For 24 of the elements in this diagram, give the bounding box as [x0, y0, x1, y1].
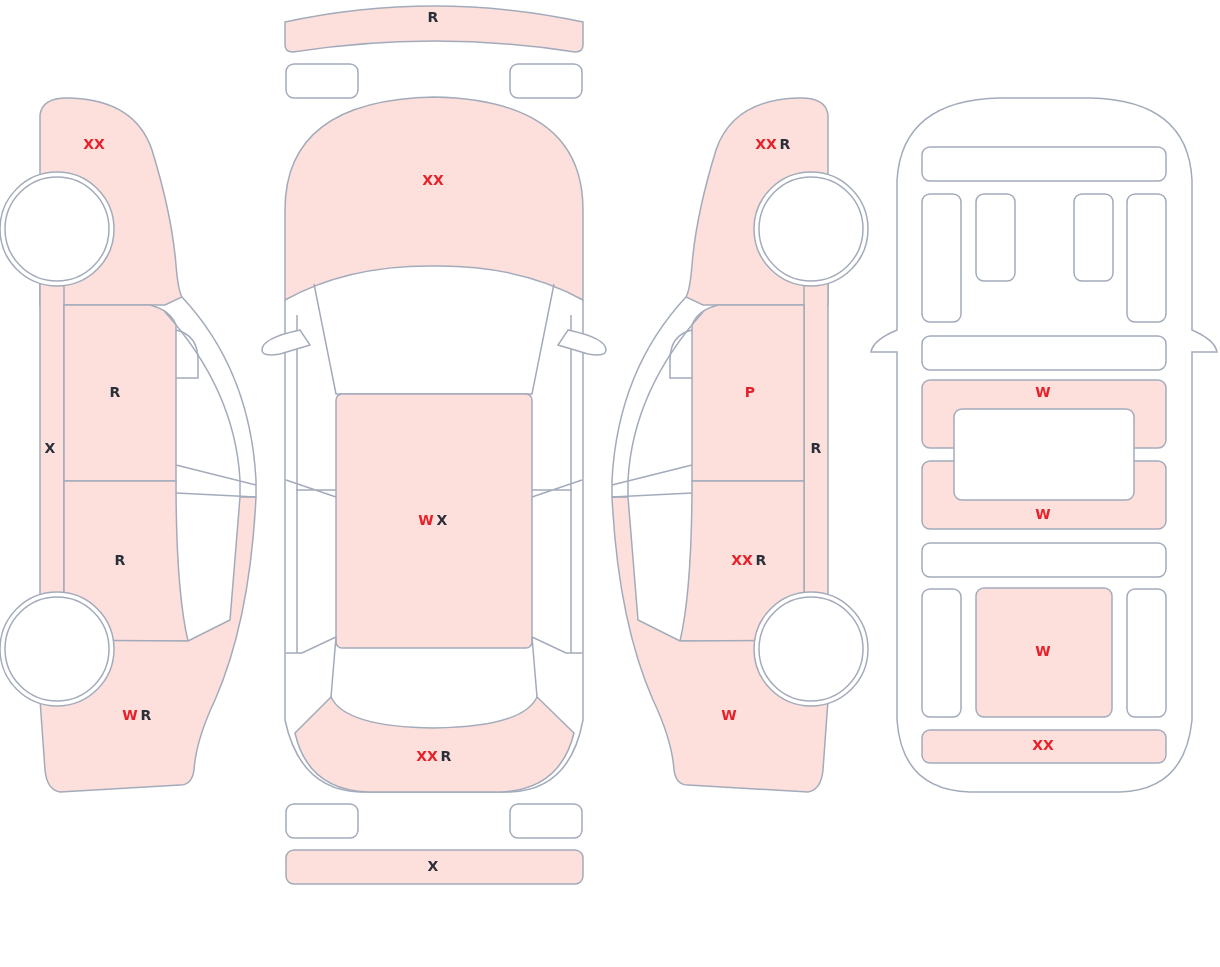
damage-code: R: [109, 384, 121, 400]
damage-code: XX: [731, 552, 753, 568]
damage-code: R: [114, 552, 126, 568]
damage-code: R: [779, 136, 791, 152]
damage-code: R: [810, 440, 822, 456]
damage-code: R: [427, 9, 439, 25]
damage-code: XX: [1032, 737, 1054, 753]
damage-code: W: [122, 707, 138, 723]
damage-code: R: [440, 748, 452, 764]
damage-code: X: [436, 512, 448, 528]
damage-code: R: [140, 707, 152, 723]
damage-code: XX: [83, 136, 105, 152]
damage-code: XX: [422, 172, 444, 188]
damage-code: XX: [416, 748, 438, 764]
damage-code: W: [1035, 506, 1051, 522]
damage-code: R: [755, 552, 767, 568]
damage-code: W: [1035, 384, 1051, 400]
damage-code: W: [418, 512, 434, 528]
damage-code: P: [744, 384, 756, 400]
damage-code: W: [721, 707, 737, 723]
damage-code: XX: [755, 136, 777, 152]
damage-code: W: [1035, 643, 1051, 659]
damage-code: X: [44, 440, 56, 456]
damage-code: X: [427, 858, 439, 874]
